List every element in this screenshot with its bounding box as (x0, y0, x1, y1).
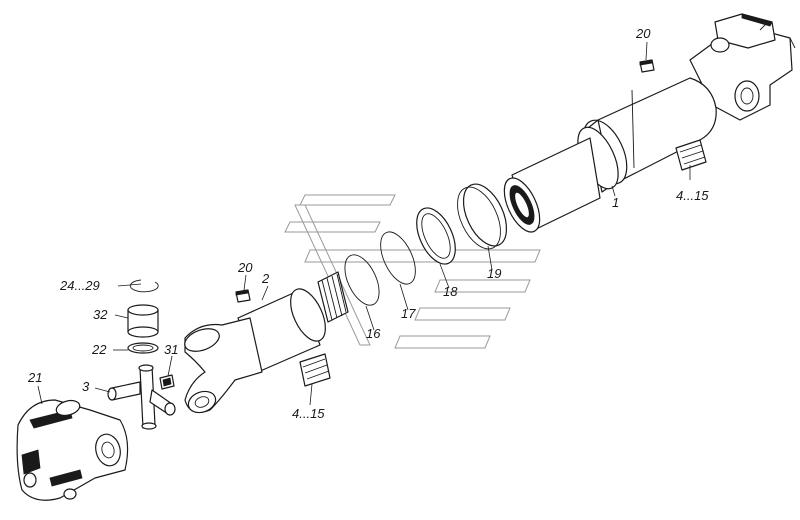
label-3: 3 (82, 379, 90, 394)
bearing-cup (127, 304, 159, 338)
leader-lines (37, 41, 691, 406)
label-20-mid: 20 (237, 260, 253, 275)
label-2: 2 (261, 271, 270, 286)
label-19: 19 (487, 266, 501, 281)
ring-17 (380, 231, 416, 285)
label-21: 21 (27, 370, 42, 385)
callout-labels: 20 1 4...15 19 18 17 16 2 20 4...15 24..… (27, 26, 709, 421)
right-yoke-assembly (689, 13, 796, 121)
balance-plate-top (675, 139, 707, 171)
label-24-29: 24...29 (59, 278, 100, 293)
balance-plate-bottom (299, 353, 331, 387)
label-16: 16 (366, 326, 381, 341)
lock-plate-31 (159, 374, 175, 390)
flange-yoke (16, 399, 129, 501)
label-22: 22 (91, 342, 107, 357)
splined-sleeve (503, 137, 601, 233)
label-32: 32 (93, 307, 108, 322)
splined-shaft-tube (237, 271, 349, 373)
label-31: 31 (164, 342, 178, 357)
label-18: 18 (443, 284, 458, 299)
snap-ring (129, 279, 159, 293)
seal-ring-22 (127, 342, 159, 354)
label-20-top: 20 (635, 26, 651, 41)
clip-20-mid (235, 289, 251, 303)
clip-20-top (639, 59, 655, 73)
ring-16 (344, 254, 380, 306)
cross-spider (107, 364, 176, 430)
label-4-15-bottom: 4...15 (292, 406, 325, 421)
ring-18 (416, 207, 456, 265)
label-4-15-top: 4...15 (676, 188, 709, 203)
label-17: 17 (401, 306, 416, 321)
label-1: 1 (612, 195, 619, 210)
left-yoke (184, 317, 263, 414)
ring-19 (457, 183, 508, 250)
